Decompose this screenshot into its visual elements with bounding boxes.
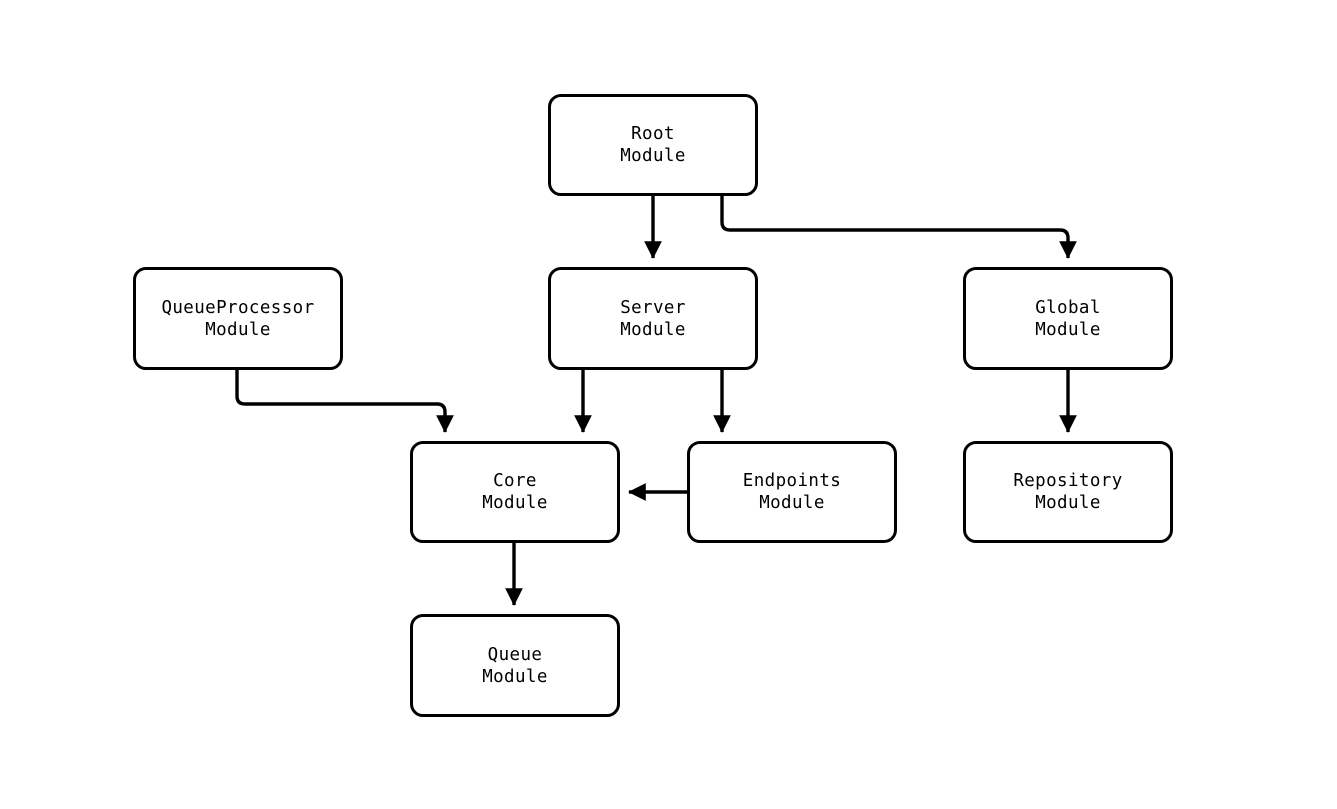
node-queue-subtitle: Module [482, 666, 548, 687]
node-queueprocessor-title: QueueProcessor [161, 297, 315, 318]
node-repository-title: Repository [1013, 471, 1123, 491]
edge-queueprocessor-to-core [235, 370, 454, 433]
node-repository-subtitle: Module [1035, 493, 1101, 513]
node-root-subtitle: Module [620, 146, 686, 166]
edge-root-to-global [720, 196, 1077, 259]
node-repository[interactable]: Repository Module [963, 441, 1173, 543]
node-core-subtitle: Module [482, 493, 548, 513]
node-queueprocessor[interactable]: QueueProcessor Module [133, 267, 343, 370]
node-queue-title: Queue [487, 644, 543, 665]
node-endpoints[interactable]: Endpoints Module [687, 441, 897, 543]
node-global[interactable]: Global Module [963, 267, 1173, 370]
node-server-subtitle: Module [620, 319, 686, 340]
node-endpoints-subtitle: Module [759, 493, 825, 513]
node-server[interactable]: Server Module [548, 267, 758, 370]
node-queue[interactable]: Queue Module [410, 614, 620, 717]
node-endpoints-title: Endpoints [742, 471, 842, 491]
node-root[interactable]: Root Module [548, 94, 758, 196]
node-server-title: Server [620, 297, 686, 318]
node-queueprocessor-subtitle: Module [205, 319, 271, 340]
node-core-title: Core [493, 471, 537, 491]
node-core[interactable]: Core Module [410, 441, 620, 543]
node-global-subtitle: Module [1035, 319, 1101, 340]
node-root-title: Root [631, 124, 675, 144]
node-global-title: Global [1035, 297, 1101, 318]
